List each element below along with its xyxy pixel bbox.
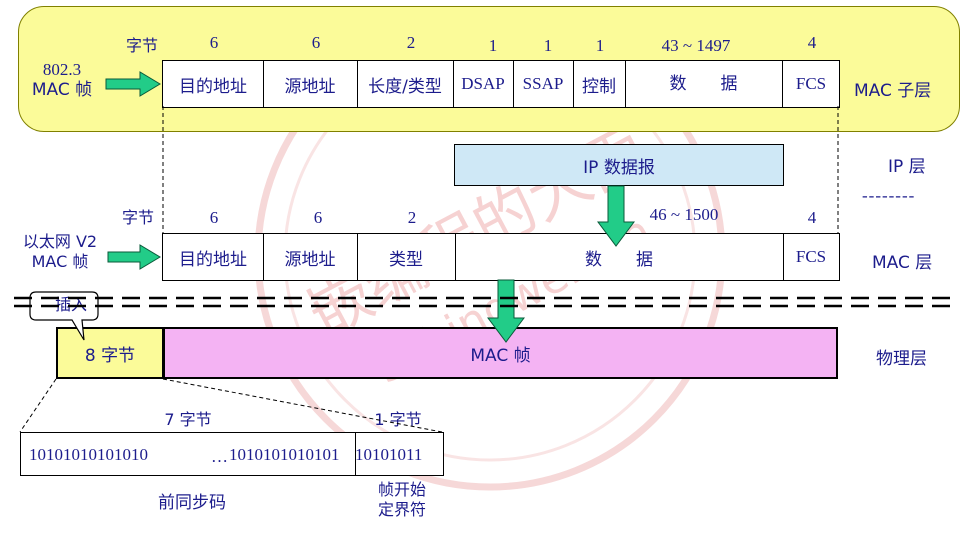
arrow-ip-to-mac <box>597 185 635 247</box>
mac-layer-unit-label: 字节 <box>122 208 155 227</box>
sfd-bits: 10101011 <box>355 445 423 464</box>
zoom-line-right <box>162 378 443 433</box>
mac-layer-size-dst: 6 <box>209 208 219 227</box>
preamble-8byte-box: 8 字节 <box>56 327 164 379</box>
mac-sublayer-size-ssap: 1 <box>543 36 553 55</box>
physical-mac-frame-box: MAC 帧 <box>163 327 838 379</box>
v2-field-fcs: FCS <box>795 247 827 266</box>
field-dst-addr: 目的地址 <box>163 61 264 107</box>
preamble-caption: 前同步码 <box>158 493 226 513</box>
physical-layer-label: 物理层 <box>876 349 927 369</box>
v2-field-data: 数 据 <box>455 234 784 280</box>
sfd-caption: 帧开始 定界符 <box>377 480 427 519</box>
mac-8023-label: 802.3 MAC 帧 <box>31 60 93 100</box>
sfd-1byte-label: 1 字节 <box>374 410 422 429</box>
mac-layer-size-src: 6 <box>313 208 323 227</box>
mac-sublayer-size-dst: 6 <box>209 33 219 52</box>
mac-sublayer-size-len: 2 <box>406 33 416 52</box>
mac-sublayer-size-fcs: 4 <box>807 33 817 52</box>
mac-sublayer-unit-label: 字节 <box>126 36 159 55</box>
mac-sublayer-size-dsap: 1 <box>488 36 498 55</box>
mac-v2-label: 以太网 V2 MAC 帧 <box>22 232 98 271</box>
arrow-v2-in <box>107 244 161 270</box>
v2-field-type: 类型 <box>357 234 456 280</box>
field-src-addr: 源地址 <box>263 61 358 107</box>
mac-8023-frame: 目的地址 源地址 长度/类型 DSAP SSAP 控制 数 据 FCS <box>162 60 840 108</box>
v2-field-src-addr: 源地址 <box>263 234 358 280</box>
ip-layer-label: IP 层 <box>888 157 926 177</box>
mac-sublayer-layer-label: MAC 子层 <box>854 81 932 101</box>
field-len-type: 长度/类型 <box>357 61 454 107</box>
field-fcs: FCS <box>795 74 827 93</box>
arrow-8023-in <box>105 71 161 97</box>
ip-datagram-box: IP 数据报 <box>454 144 784 186</box>
v2-field-dst-addr: 目的地址 <box>163 234 264 280</box>
mac-sublayer-size-src: 6 <box>311 33 321 52</box>
mac-layer-label: MAC 层 <box>872 253 933 273</box>
ip-layer-separator: -------- <box>862 186 916 205</box>
field-data: 数 据 <box>625 61 783 107</box>
preamble-ellipsis: … <box>211 447 228 466</box>
insert-label: 插入 <box>44 294 87 316</box>
preamble-bits-left: 10101010101010 <box>29 445 148 464</box>
field-ssap: SSAP <box>513 61 574 107</box>
mac-sublayer-size-ctrl: 1 <box>595 36 605 55</box>
zoom-line-left <box>19 378 57 433</box>
preamble-7byte-label: 7 字节 <box>164 410 212 429</box>
mac-layer-size-data: 46 ~ 1500 <box>649 205 719 224</box>
arrow-mac-to-phy <box>487 279 525 343</box>
preamble-bits-frame: 10101010101010 … 1010101010101 10101011 <box>20 432 444 476</box>
mac-layer-size-type: 2 <box>407 208 417 227</box>
mac-sublayer-size-data: 43 ~ 1497 <box>661 36 731 55</box>
field-dsap: DSAP <box>453 61 514 107</box>
preamble-bits-mid: 1010101010101 <box>229 445 340 464</box>
mac-layer-size-fcs: 4 <box>807 208 817 227</box>
field-control: 控制 <box>573 61 626 107</box>
preamble-7byte-cell <box>21 433 356 475</box>
